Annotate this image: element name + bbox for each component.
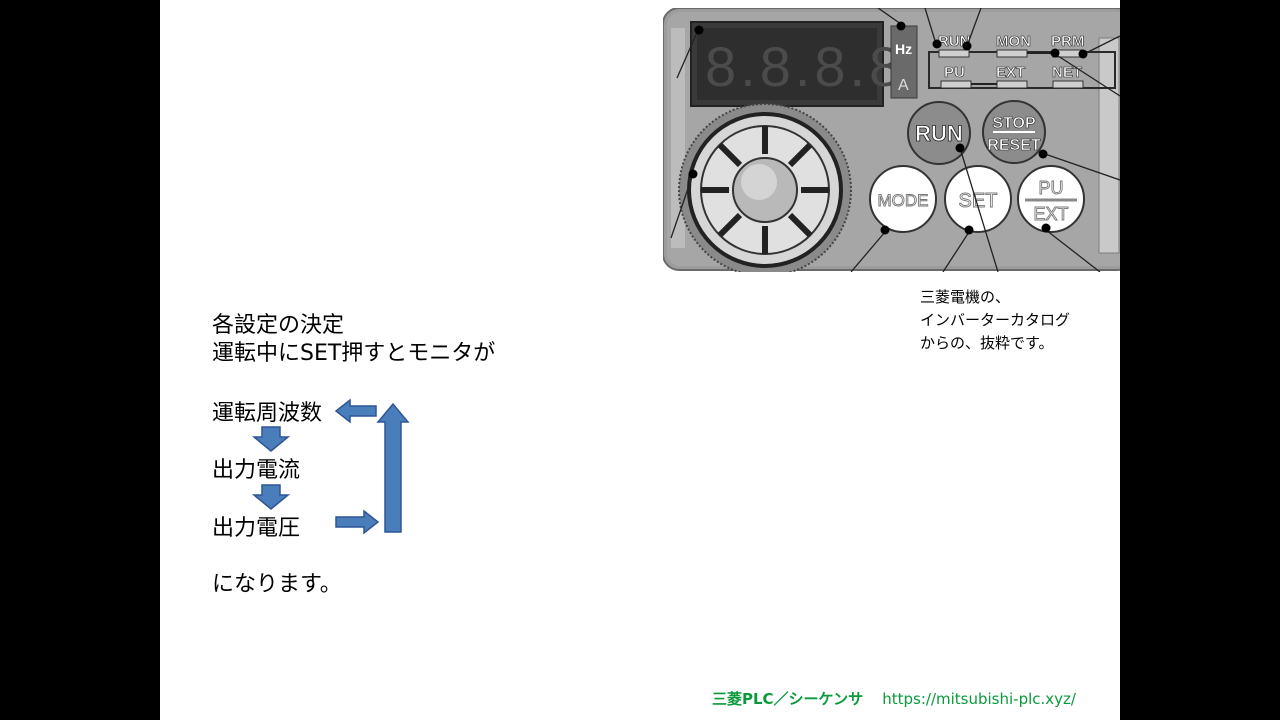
led-label-net: NET xyxy=(1052,64,1082,81)
stop-reset-button[interactable]: STOP RESET xyxy=(982,100,1046,164)
display-digits: 8.8.8.8. xyxy=(705,35,924,98)
svg-text:RUN: RUN xyxy=(915,121,963,146)
svg-text:MODE: MODE xyxy=(878,191,929,210)
svg-text:STOP: STOP xyxy=(992,115,1036,132)
cycle-item-voltage: 出力電圧 xyxy=(212,516,301,541)
svg-text:RESET: RESET xyxy=(987,137,1041,154)
cycle-item-frequency: 運転周波数 xyxy=(212,401,323,426)
mode-button[interactable]: MODE xyxy=(869,165,937,233)
footer: 三菱PLC／シーケンサ https://mitsubishi-plc.xyz/ xyxy=(712,688,1076,709)
led-label-ext: EXT xyxy=(996,64,1025,81)
title-line-1: 各設定の決定 xyxy=(212,313,345,338)
closing-text: になります。 xyxy=(212,572,342,597)
right-arrow-icon xyxy=(335,509,380,535)
unit-a-label: A xyxy=(898,77,909,94)
svg-text:PU: PU xyxy=(1038,178,1063,198)
pu-ext-button[interactable]: PU EXT xyxy=(1017,165,1085,233)
svg-text:EXT: EXT xyxy=(1033,204,1068,224)
caption-line: からの、抜粋です。 xyxy=(920,334,1054,352)
slide: 8.8.8.8. Hz A RUN MON PRM PU EXT NET xyxy=(160,0,1120,720)
caption-line: 三菱電機の、 xyxy=(920,288,1011,306)
title-line-2: 運転中にSET押すとモニタが xyxy=(212,341,496,366)
unit-hz-label: Hz xyxy=(895,41,912,57)
led-label-prm: PRM xyxy=(1051,33,1084,50)
caption-line: インバーターカタログ xyxy=(920,311,1071,329)
led-label-pu: PU xyxy=(944,64,965,81)
footer-url[interactable]: https://mitsubishi-plc.xyz/ xyxy=(882,690,1076,708)
run-button[interactable]: RUN xyxy=(907,101,971,165)
led-label-mon: MON xyxy=(996,33,1031,50)
left-arrow-icon xyxy=(334,398,377,424)
svg-text:SET: SET xyxy=(959,190,998,212)
setting-dial[interactable] xyxy=(678,103,852,272)
source-caption: 三菱電機の、 インバーターカタログ からの、抜粋です。 xyxy=(920,286,1070,355)
footer-brand: 三菱PLC／シーケンサ xyxy=(712,690,864,708)
up-arrow-icon xyxy=(376,402,410,533)
inverter-panel-image: 8.8.8.8. Hz A RUN MON PRM PU EXT NET xyxy=(663,8,1120,272)
down-arrow-2-icon xyxy=(252,484,290,510)
cycle-item-current: 出力電流 xyxy=(212,458,301,483)
set-button[interactable]: SET xyxy=(944,165,1012,233)
down-arrow-1-icon xyxy=(252,426,290,452)
